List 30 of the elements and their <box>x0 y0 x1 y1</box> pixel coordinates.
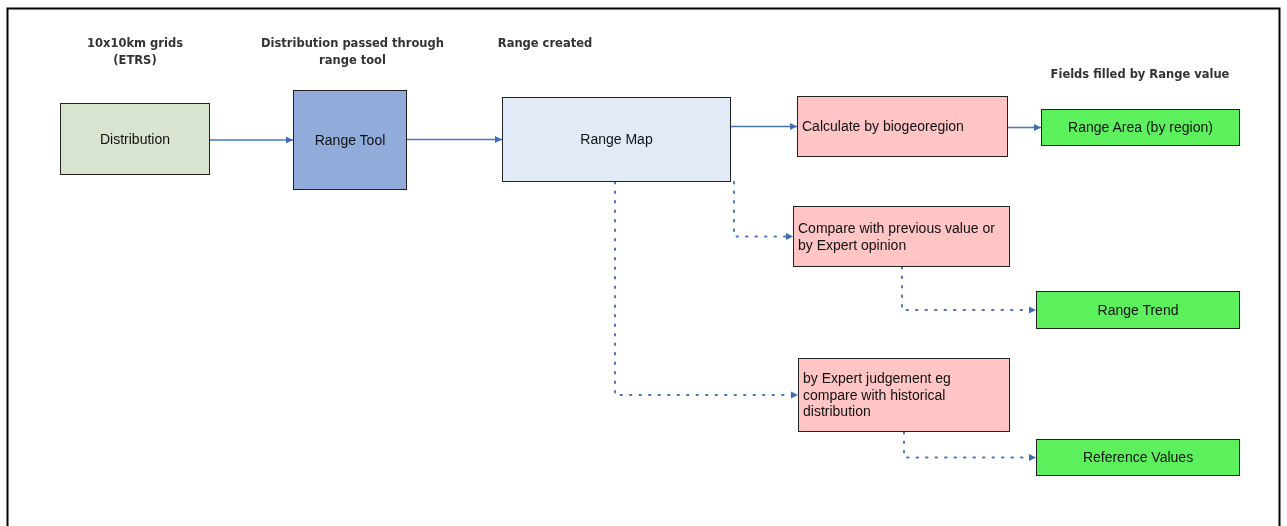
column-heading: Distribution passed through range tool <box>260 35 445 69</box>
process-box <box>1036 291 1240 329</box>
box-label: Range Tool <box>314 131 386 149</box>
box-label: Distribution <box>100 130 170 148</box>
box-label: Range Area (by region) <box>1068 119 1213 136</box>
column-heading: Range created <box>496 35 594 52</box>
arrow <box>209 136 294 144</box>
column-heading: 10x10km grids (ETRS) <box>86 35 184 69</box>
process-box <box>798 358 1010 432</box>
process-box <box>1041 109 1240 146</box>
process-box <box>502 97 731 182</box>
process-box <box>793 206 1010 267</box>
dotted-arrow <box>614 181 799 399</box>
process-box <box>797 96 1008 157</box>
process-box <box>60 103 210 175</box>
arrow <box>1007 124 1042 131</box>
box-label: Reference Values <box>1082 449 1194 466</box>
column-heading: Fields filled by Range value <box>1049 66 1231 83</box>
box-label: Range Map <box>580 131 653 148</box>
box-label: Range Trend <box>1097 301 1179 319</box>
dotted-arrow <box>733 181 794 240</box>
process-box <box>1036 439 1240 476</box>
arrow <box>406 136 503 143</box>
process-box <box>293 90 407 190</box>
dotted-arrow <box>903 431 1037 461</box>
arrow <box>730 123 798 130</box>
box-label: Calculate by biogeoregion <box>802 118 964 135</box>
box-label: Compare with previous value or by Expert opinion <box>798 219 996 254</box>
dotted-arrow <box>901 266 1037 314</box>
box-label: by Expert judgement eg compare with historical distribution <box>803 369 952 421</box>
